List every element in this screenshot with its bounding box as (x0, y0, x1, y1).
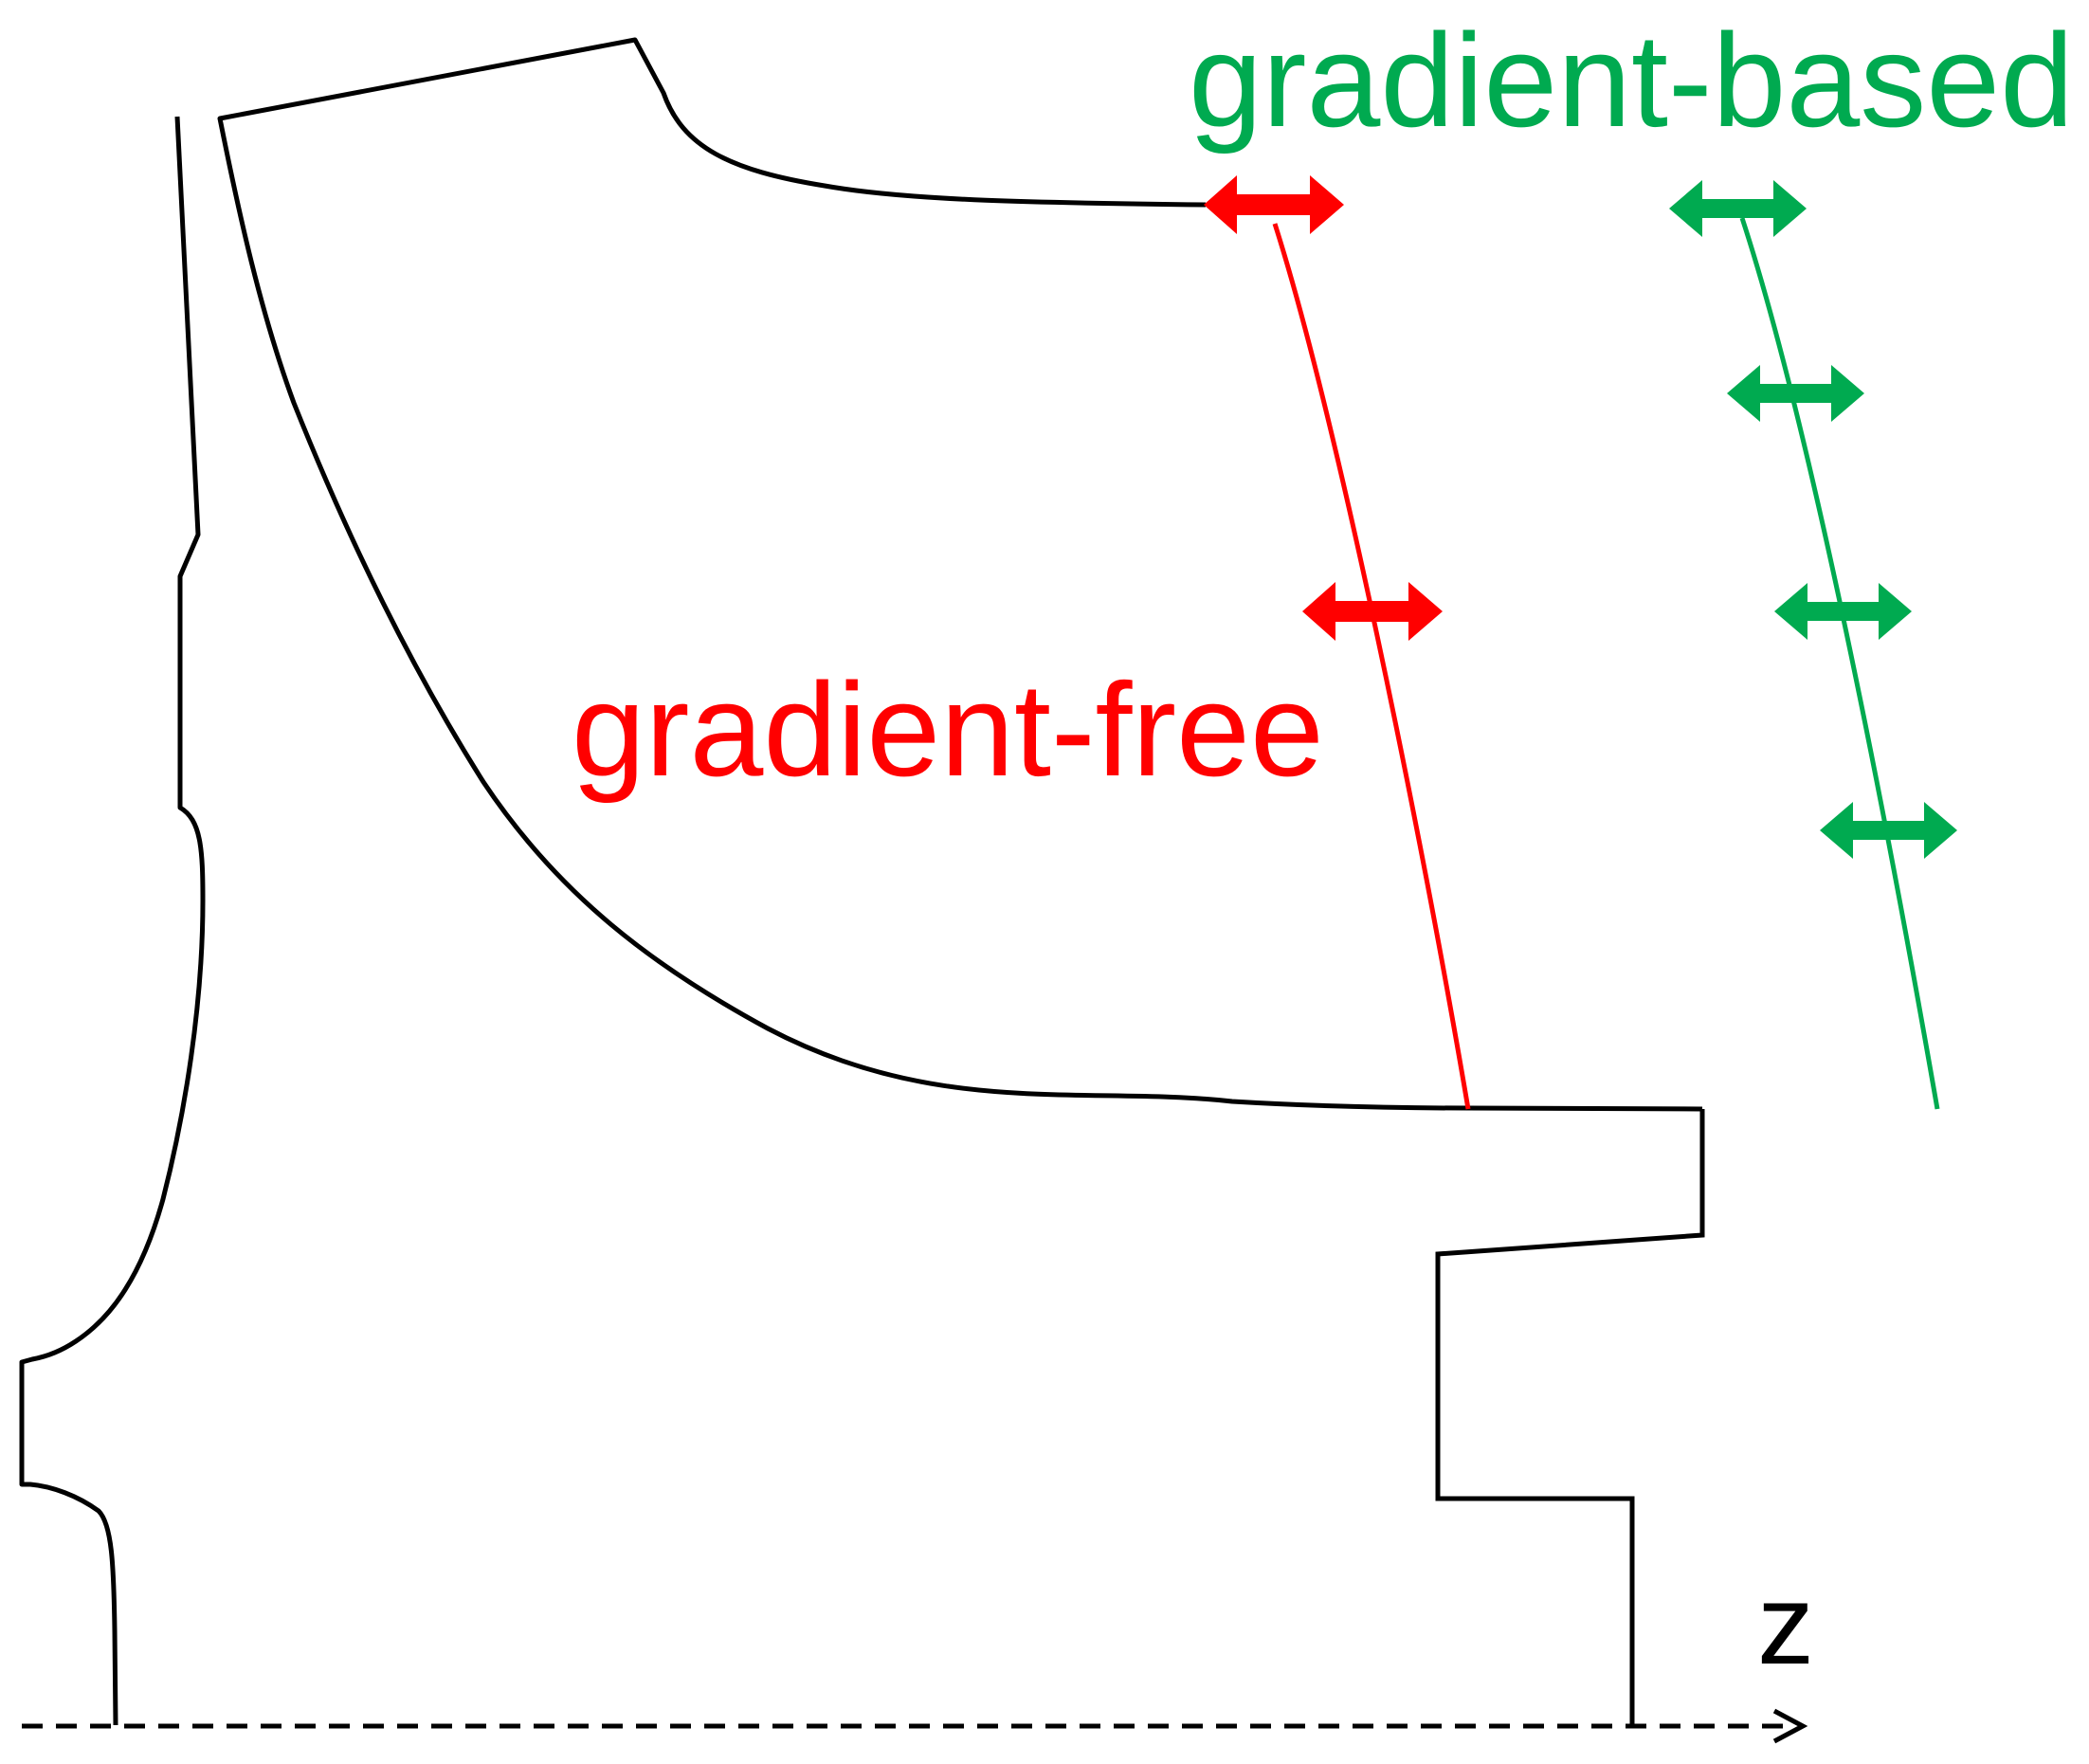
axis-z-label: z (1757, 1561, 1814, 1688)
hub-left-contour (19, 116, 206, 1726)
gradient-based-label: gradient-based (1189, 6, 2074, 155)
gradient-free-curve (1272, 223, 1471, 1110)
gradient-free-label: gradient-free (572, 655, 1324, 804)
blade-outline (217, 37, 1703, 1112)
double-arrow-icon (1204, 175, 1344, 234)
double-arrow-icon (1669, 180, 1807, 237)
double-arrow-icon (1727, 365, 1864, 422)
outlet-step-contour (1435, 1109, 1705, 1725)
double-arrow-icon (1820, 802, 1957, 859)
double-arrow-icon (1302, 582, 1443, 641)
arrow-right-icon (1772, 1708, 1808, 1744)
gradient-based-curve (1739, 217, 1940, 1110)
double-arrow-icon (1774, 583, 1912, 640)
